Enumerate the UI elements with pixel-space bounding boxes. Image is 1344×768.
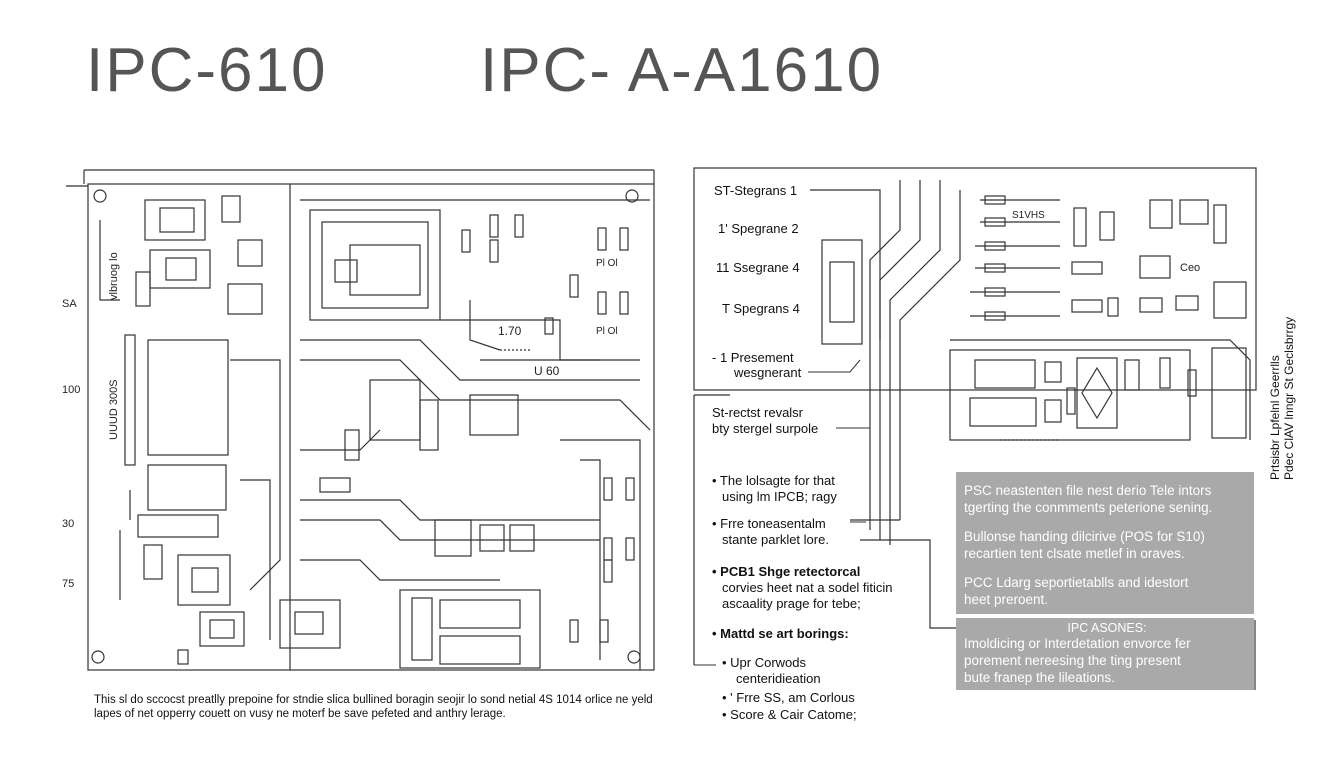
info-panel-1-line-5: PCC Ldarg seportietablls and idestort xyxy=(964,575,1189,590)
step-2: 1' Spegrane 2 xyxy=(718,221,799,236)
left-board-outline xyxy=(87,183,655,671)
bullet-1-line-2: using lm IPCB; ragy xyxy=(722,489,837,504)
info-panel-1-line-6: heet preroent. xyxy=(964,592,1049,607)
info-panel-1: PSC neastenten file nest derio Tele into… xyxy=(964,482,1250,608)
presement-line-2: wesgnerant xyxy=(734,365,802,380)
info-panel-1-bg xyxy=(956,472,1254,614)
part-label-s1vhs: S1VHS xyxy=(1012,210,1045,221)
axis-label-30: 30 xyxy=(62,518,75,530)
step-3: 11 Ssegrane 4 xyxy=(716,260,800,275)
part-label-170: 1.70 xyxy=(498,324,522,338)
matd-item-1: • Upr Corwods xyxy=(722,655,807,670)
axis-label-100: 100 xyxy=(62,384,81,396)
info-panel-1-line-2: tgerting the conmments peterione sening. xyxy=(964,500,1213,515)
matd-title: • Mattd se art borings: xyxy=(712,626,849,641)
vertical-side-text-2: Pdec ClAV lnngr St Geclsbrrgy xyxy=(1282,316,1296,480)
step-4: T Spegrans 4 xyxy=(722,301,800,316)
info-panel-2-line-2: porement nereesing the ting present xyxy=(964,653,1181,668)
info-panel-2-bg xyxy=(956,618,1254,690)
pcb-text-1: corvies heet nat a sodel fiticin xyxy=(722,580,893,595)
part-label-ceo: Ceo xyxy=(1180,262,1201,274)
matd-item-1b: centeridieation xyxy=(736,671,821,686)
presement-line-1: - 1 Presement xyxy=(712,350,794,365)
axis-label-75: 75 xyxy=(62,578,75,590)
restrict-line-2: bty stergel surpole xyxy=(712,421,819,436)
bullet-2-line-2: stante parklet lore. xyxy=(722,532,829,547)
vertical-side-text-1: Prtsisbr Lpfelnl Geerrlls xyxy=(1268,355,1282,480)
info-panel-2-line-3: bute franep the lileations. xyxy=(964,670,1115,685)
info-panel-1-line-1: PSC neastenten file nest derio Tele into… xyxy=(964,483,1212,498)
pcb-title: • PCB1 Shge retectorcal xyxy=(712,564,861,579)
part-label-1: Pl Ol xyxy=(596,258,618,269)
info-panel-2: IPC ASONES: Imoldicing or Interdetation … xyxy=(964,621,1250,686)
left-side-label-bottom: UUUD 300S xyxy=(108,379,120,440)
info-panel-1-line-4: recartien tent clsate metlef in oraves. xyxy=(964,546,1185,561)
restrict-line-1: St-rectst revalsr xyxy=(712,405,804,420)
axis-label-sa: SA xyxy=(62,298,77,310)
pcb-text-2: ascaality prage for tebe; xyxy=(722,596,861,611)
left-caption: This sl do sccocst preatlly prepoine for… xyxy=(94,694,653,720)
title-ipc-a-a1610: IPC- A-A1610 xyxy=(480,36,884,105)
info-panel-2-title: IPC ASONES: xyxy=(1067,621,1147,635)
step-1: ST-Stegrans 1 xyxy=(714,183,798,198)
bullet-2-line-1: • Frre toneasentalm xyxy=(712,516,826,531)
info-panel-2-line-1: Imoldicing or Interdetation envorce fer xyxy=(964,636,1191,651)
part-label-2: Pl Ol xyxy=(596,326,618,337)
left-side-label-top: vlbruog lo xyxy=(108,252,120,300)
matd-item-3: • Score & Cair Catome; xyxy=(722,707,857,722)
title-ipc-610: IPC-610 xyxy=(86,36,328,105)
info-panel-1-line-3: Bullonse handing dilcirive (POS for S10) xyxy=(964,529,1205,544)
part-label-u60: U 60 xyxy=(534,364,560,378)
right-board-outline xyxy=(693,167,1257,391)
matd-item-2: • ' Frre SS, am Corlous xyxy=(722,690,855,705)
bullet-1-line-1: • The lolsagte for that xyxy=(712,473,835,488)
